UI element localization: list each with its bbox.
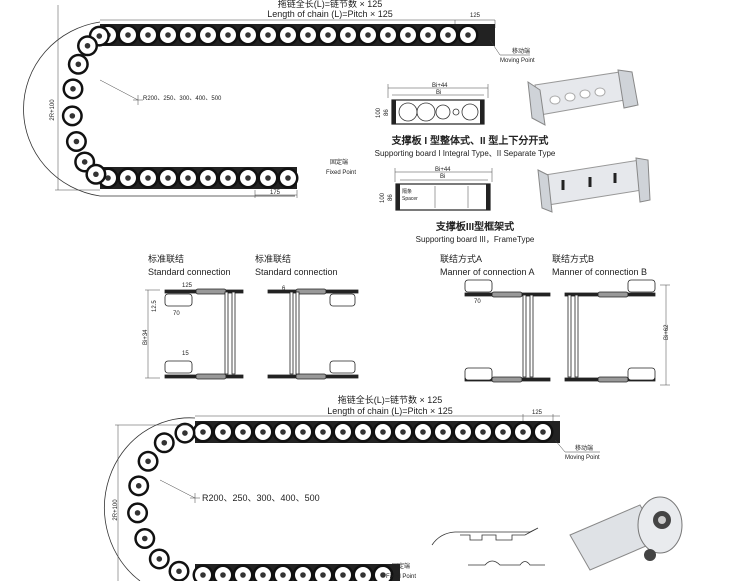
rail-part: [195, 373, 227, 380]
dim-70b: 70: [474, 299, 481, 305]
rail-part: [627, 279, 656, 293]
rail-part: [164, 360, 193, 374]
rail-part: [224, 291, 229, 375]
link-profile-sketch-2: [468, 560, 545, 566]
board1-h-inner: 86: [384, 109, 390, 116]
rail-part: [574, 294, 579, 378]
dim-15: 15: [182, 351, 189, 357]
board1-title-en: Supporting board I Integral Type、II Sepa…: [375, 149, 556, 158]
board3-title-en: Supporting board III，FrameType: [416, 235, 535, 244]
dim-6: 6: [282, 286, 286, 292]
link-profile-sketch: [431, 527, 539, 546]
rail-part: [295, 288, 327, 295]
board3-photo: [537, 157, 651, 213]
bottom-radius-label: R200、250、300、400、500: [202, 493, 320, 503]
rail-part: [597, 376, 629, 383]
bottom-moving-en: Moving Point: [565, 455, 600, 461]
bottom-chain-links: [127, 421, 560, 581]
top-fixed-cn: 固定端: [330, 158, 348, 166]
dim-125: 125: [182, 283, 193, 289]
conn4-cn: 联结方式B: [552, 253, 594, 264]
rail-part: [231, 291, 236, 375]
conn1-cn: 标准联结: [148, 253, 184, 264]
bottom-moving-cn: 移动端: [575, 444, 593, 452]
board3-title-cn: 支撑板III型框架式: [435, 220, 514, 233]
rail-part: [597, 291, 629, 298]
dim-70: 70: [173, 311, 180, 317]
board3-outer-dim: Bi+44: [435, 167, 451, 173]
top-fixed-en: Fixed Point: [326, 170, 356, 176]
rail-part: [295, 291, 300, 375]
rail-part: [529, 294, 534, 378]
connection-diagrams: 标准联结 Standard connection 标准联结 Standard c…: [143, 253, 670, 386]
supporting-board-1: Bi+44 Bi 100 86 支撑板 I 型整体式、II 型上下分开式 Sup…: [375, 69, 639, 158]
top-radius-label: R200、250、300、400、500: [143, 96, 222, 102]
board3-h-outer: 100: [380, 192, 386, 203]
top-length-cn: 拖链全长(L)=链节数 × 125: [278, 0, 383, 9]
rail-part: [195, 288, 227, 295]
rail-part: [289, 291, 294, 375]
top-length-en: Length of chain (L)=Pitch × 125: [267, 9, 393, 19]
rail-part: [491, 291, 523, 298]
top-height-dim: 2R+100: [50, 99, 56, 121]
board3-h-inner: 86: [388, 194, 394, 201]
dim-bi34: Bi+34: [143, 329, 149, 345]
board3-spacer-cn: 隔条: [402, 188, 412, 195]
top-chain-links: [61, 24, 495, 189]
rail-part: [329, 293, 356, 307]
rail-part: [464, 279, 493, 293]
rail-part: [627, 367, 656, 381]
bottom-length-cn: 拖链全长(L)=链节数 × 125: [338, 394, 443, 405]
rail-part: [464, 367, 493, 381]
bottom-length-en: Length of chain (L)=Pitch × 125: [327, 406, 453, 416]
bottom-chain-drawing: 拖链全长(L)=链节数 × 125 Length of chain (L)=Pi…: [104, 394, 683, 581]
top-moving-en: Moving Point: [500, 58, 535, 64]
rail-part: [164, 293, 193, 307]
rail-part: [329, 360, 356, 374]
bottom-height-dim: 2R+100: [113, 499, 119, 521]
top-end-dim: 175: [270, 190, 281, 196]
conn1-en: Standard connection: [148, 267, 231, 277]
board1-title-cn: 支撑板 I 型整体式、II 型上下分开式: [391, 134, 549, 147]
rail-part: [295, 373, 327, 380]
rail-part: [491, 376, 523, 383]
rail-part: [522, 294, 527, 378]
board3-spacer-en: Spacer: [402, 196, 418, 202]
conn3-cn: 联结方式A: [440, 253, 482, 264]
board3-inner-dim: Bi: [440, 174, 445, 180]
top-pitch-dim: 125: [470, 13, 481, 19]
board1-h-outer: 100: [376, 107, 382, 118]
conn3-en: Manner of connection A: [440, 267, 535, 277]
chain-link-photo: [569, 496, 683, 571]
dim-bi62: Bi+62: [664, 324, 670, 340]
board1-inner-dim: Bi: [436, 90, 441, 96]
bottom-fixed-cn: 固定端: [392, 562, 410, 570]
conn4-en: Manner of connection B: [552, 267, 647, 277]
top-moving-cn: 移动端: [512, 47, 530, 55]
rail-part: [567, 294, 572, 378]
dim-12-5: 12.5: [152, 300, 158, 312]
supporting-board-3: Bi+44 Bi 隔条 Spacer 100 86 支撑板III型框架式 Sup…: [380, 157, 651, 244]
board1-photo: [527, 69, 639, 126]
board1-outer-dim: Bi+44: [432, 83, 448, 89]
conn2-cn: 标准联结: [255, 253, 291, 264]
top-chain-drawing: 拖链全长(L)=链节数 × 125 Length of chain (L)=Pi…: [23, 0, 535, 198]
bottom-fixed-en: Fixed Point: [386, 574, 416, 580]
conn2-en: Standard connection: [255, 267, 338, 277]
bottom-pitch-dim: 125: [532, 410, 543, 416]
